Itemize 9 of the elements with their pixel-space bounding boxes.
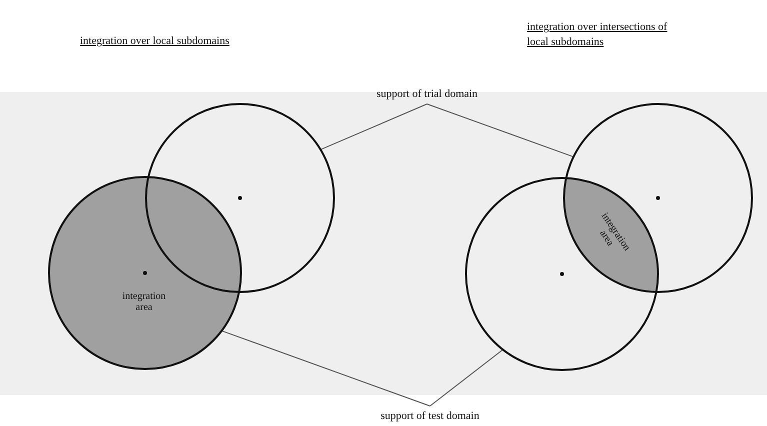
heading: integration over intersections of local subdomains [527,20,668,50]
leader-line [320,104,428,150]
heading: integration over local subdomains [80,34,230,49]
callout-label: support of test domain [360,410,500,422]
callout-label: support of trial domain [357,88,497,100]
area-label: integration area [121,291,167,313]
leader-line [426,104,574,158]
leader-line [221,330,430,406]
leader-line [430,349,504,406]
